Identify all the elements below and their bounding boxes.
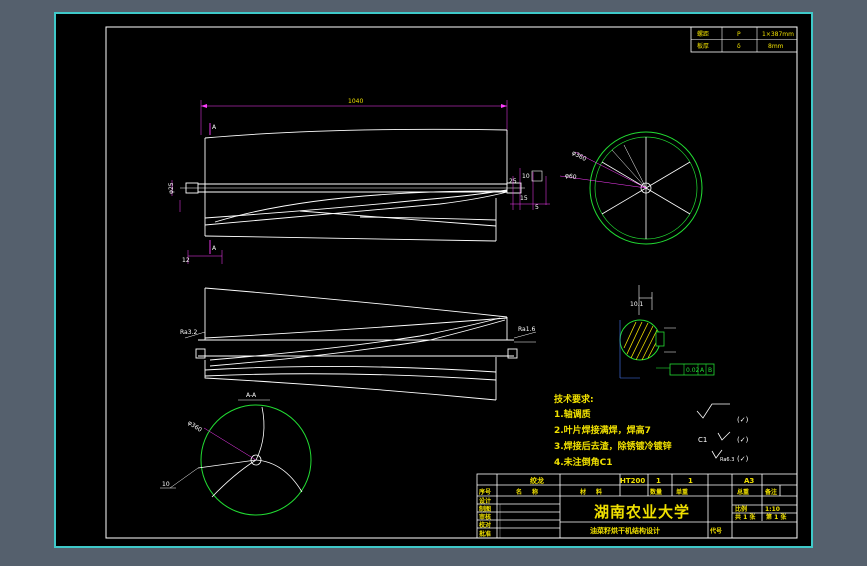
top-view — [184, 287, 537, 401]
symbol-roughness-3: (✓) — [737, 455, 749, 463]
head-unit-weight: 单重 — [676, 488, 688, 496]
scale-value: 1:10 — [765, 506, 780, 513]
title-block-text: 绞龙 HT200 1 1 A3 序号 名称 材料 数量 单重 总重 备注 设计 … — [478, 476, 787, 538]
symbol-c1: C1 — [698, 436, 707, 444]
section-aa-leader: 10 — [162, 481, 170, 488]
front-view-labels: 1040 A A φ25 12 25 10 5 15 — [168, 98, 539, 264]
shaft-top-dim: 10.1 — [630, 301, 644, 308]
head-material: 材料 — [579, 488, 612, 496]
top-view-labels: Ra3.2 Ra1.6 — [180, 326, 535, 336]
head-no: 序号 — [478, 488, 491, 496]
head-qty: 数量 — [650, 488, 662, 496]
end-circle-side: φ60 — [564, 172, 577, 181]
head-remark: 备注 — [764, 488, 777, 496]
sheet-total: 共 1 张 — [735, 513, 756, 521]
part-remark: A3 — [744, 477, 754, 485]
end-dim-a: 25 — [509, 178, 517, 185]
bottom-dim: 12 — [182, 257, 190, 264]
part-qty: 1 — [656, 477, 661, 485]
tech-req-item-4: 4.未注倒角C1 — [554, 456, 613, 468]
part-name: 绞龙 — [530, 476, 544, 485]
university-name: 湖南农业大学 — [594, 503, 690, 521]
scale-label: 比例 — [735, 505, 747, 513]
roughness-right: Ra1.6 — [518, 326, 535, 333]
parameter-table: 螺距 P 1×387mm 板厚 δ 8mm — [690, 26, 798, 53]
symbol-roughness-1: (✓) — [737, 416, 749, 424]
shaft-section-labels: 10.1 0.02 A B — [630, 301, 712, 374]
param-r1-c2: 8mm — [768, 43, 784, 50]
drawing-subject: 油菜籽烘干机结构设计 — [590, 526, 660, 535]
tech-req-item-2: 2.叶片焊接满焊，焊高7 — [554, 424, 651, 436]
param-r1-c1: δ — [737, 43, 741, 50]
tech-req-item-3: 3.焊接后去渣，除锈镀冷镀锌 — [554, 440, 672, 452]
inner-frame — [105, 26, 798, 539]
row-check: 校对 — [479, 521, 491, 529]
row-design: 设计 — [479, 497, 491, 505]
shaft-section — [619, 285, 715, 379]
shaft-tolerance: 0.02 — [686, 367, 700, 374]
sheet-no: 第 1 张 — [765, 513, 787, 521]
code-label: 代号 — [709, 527, 722, 535]
head-total-weight: 总重 — [737, 488, 749, 496]
row-review: 审核 — [479, 513, 491, 521]
param-r0-c1: P — [737, 31, 741, 38]
length-dim: 1040 — [348, 98, 363, 105]
section-mark-a-lower: A — [212, 245, 217, 252]
tech-requirements: 技术要求: 1.轴调质 2.叶片焊接满焊，焊高7 3.焊接后去渣，除锈镀冷镀锌 … — [554, 393, 672, 468]
param-r0-c0: 螺距 — [697, 30, 709, 38]
end-dim-c: 5 — [535, 204, 539, 211]
section-aa-title: A-A — [246, 392, 257, 399]
title-block — [476, 473, 798, 539]
end-dim-d: 15 — [520, 195, 528, 202]
shaft-datum-b: B — [708, 367, 712, 374]
tech-req-item-1: 1.轴调质 — [554, 408, 591, 420]
dia-left-dim: φ25 — [168, 182, 175, 194]
head-name: 名称 — [516, 488, 548, 496]
row-approve: 批准 — [479, 530, 491, 538]
symbol-roughness-2: (✓) — [737, 436, 749, 444]
roughness-left: Ra3.2 — [180, 329, 197, 336]
param-r1-c0: 板厚 — [697, 42, 709, 50]
param-r0-c2: 1×387mm — [762, 31, 794, 38]
surface-symbol-labels: (✓) C1 (✓) Ra6.3 (✓) — [698, 416, 749, 463]
drawing-sheet — [54, 12, 813, 548]
tech-req-title: 技术要求: — [554, 393, 594, 405]
front-view — [171, 100, 550, 264]
surface-symbols — [696, 403, 731, 459]
symbol-ra63: Ra6.3 — [720, 457, 734, 463]
shaft-datum-a: A — [700, 367, 705, 374]
row-draw: 制图 — [479, 505, 491, 513]
section-aa — [160, 399, 312, 516]
section-mark-a: A — [212, 124, 217, 131]
end-dim-b: 10 — [522, 173, 530, 180]
end-view — [559, 131, 703, 245]
part-material: HT200 — [620, 477, 645, 485]
part-unit-weight: 1 — [688, 477, 693, 485]
